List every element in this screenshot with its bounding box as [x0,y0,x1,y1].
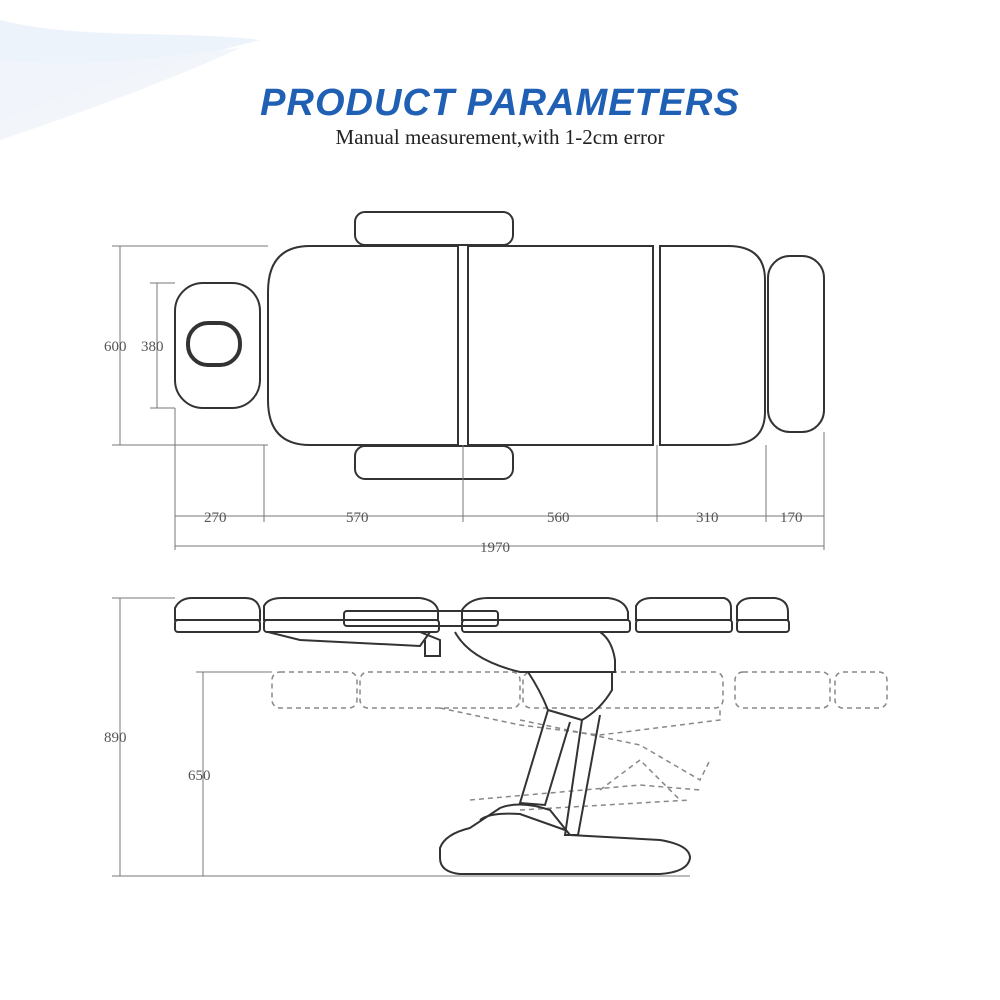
side-view-raised [174,597,790,875]
dim-length-foot: 170 [780,510,803,526]
footrest-top [767,255,825,433]
dim-length-back: 570 [346,510,369,526]
dim-length-leg: 310 [696,510,719,526]
dim-width-total: 600 [104,339,127,355]
dim-length-total: 1970 [480,540,510,556]
dim-height-max: 890 [104,730,127,746]
back-section-side [263,597,439,621]
column-upper [527,671,613,722]
back-section-top [267,245,459,446]
headrest-side [174,597,261,621]
seat-section-side [461,597,629,621]
dim-width-headrest: 380 [141,339,164,355]
seat-section-top [467,245,654,446]
side-view-lowered [271,671,888,811]
leg-section-top [659,245,766,446]
top-view [174,211,825,480]
dim-length-headrest: 270 [204,510,227,526]
decorative-swoosh [0,20,260,140]
page-subtitle: Manual measurement,with 1-2cm error [335,125,665,149]
armrest-bottom [354,445,514,480]
column-lower [518,709,571,807]
side-view-dimensions [112,597,690,877]
page-title: PRODUCT PARAMETERS [260,82,740,124]
armrest-side [343,610,499,627]
base-foot [439,803,692,875]
dim-length-seat: 560 [547,510,570,526]
leg-section-side [635,597,732,621]
top-view-dimensions [112,245,825,550]
armrest-top [354,211,514,246]
headrest-top [174,282,261,409]
face-hole [186,321,242,367]
footrest-side [736,597,789,621]
dim-height-min: 650 [188,768,211,784]
